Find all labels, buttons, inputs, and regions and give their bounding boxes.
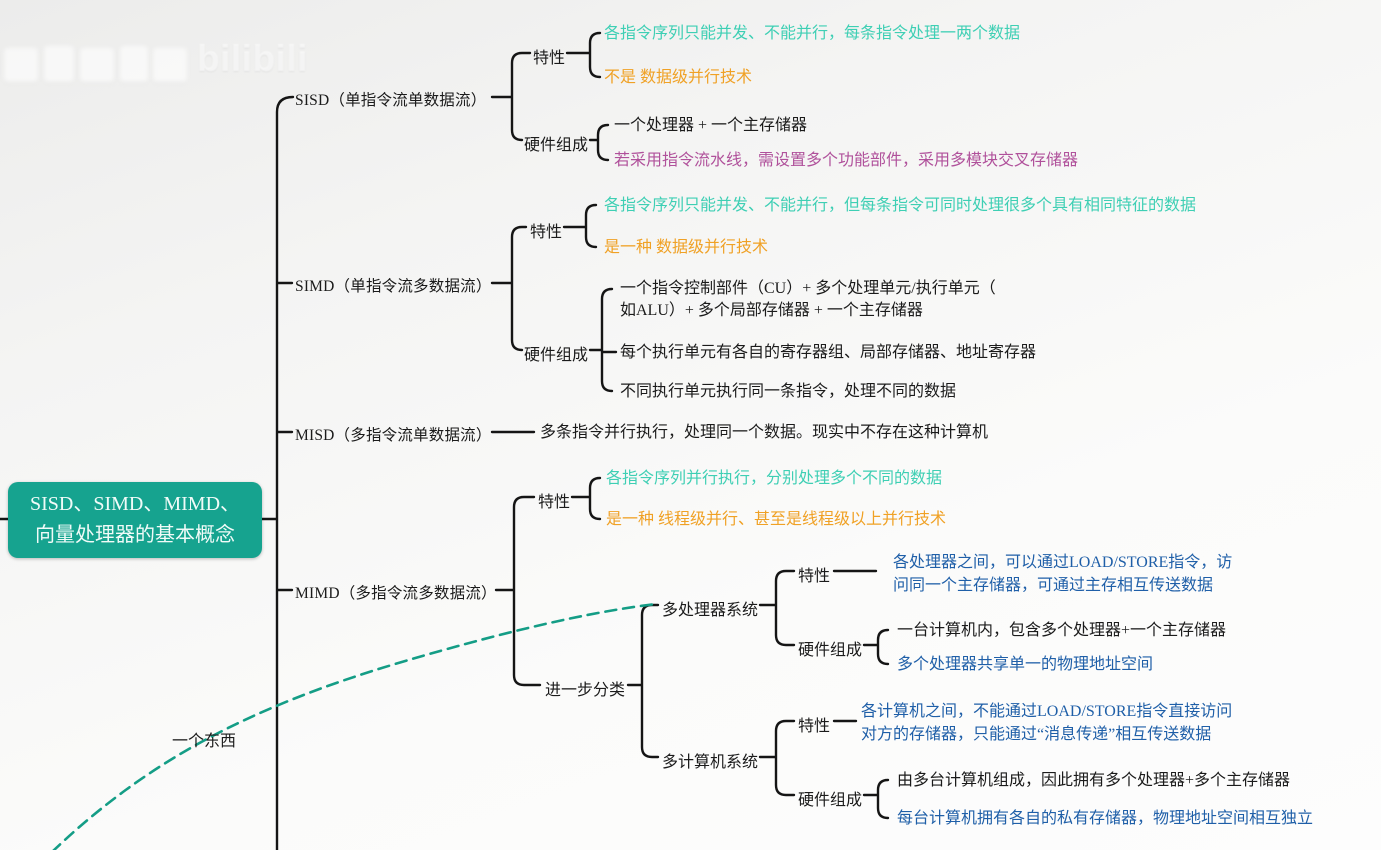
leaf-sisd-hardware-2: 若采用指令流水线，需设置多个功能部件，采用多模块交叉存储器 xyxy=(614,152,1079,169)
watermark-blur-block xyxy=(4,48,38,82)
dashed-annotation-curve xyxy=(52,602,658,850)
node-multiprocessor: 多处理器系统 xyxy=(662,602,759,619)
node-multicomputer-hardware: 硬件组成 xyxy=(798,792,863,809)
node-mimd-classification: 进一步分类 xyxy=(545,682,626,699)
watermark-blur-block xyxy=(44,46,74,82)
mimd-brackets xyxy=(494,476,890,820)
leaf-multiprocessor-features-line1: 各处理器之间，可以通过LOAD/STORE指令，访 xyxy=(893,554,1233,571)
leaf-mimd-feature-1: 各指令序列并行执行，分别处理多个不同的数据 xyxy=(606,470,943,487)
leaf-sisd-hardware-1: 一个处理器 + 一个主存储器 xyxy=(614,117,808,134)
node-multiprocessor-hardware: 硬件组成 xyxy=(798,642,863,659)
node-simd-features: 特性 xyxy=(530,224,563,241)
leaf-multiprocessor-features: 各处理器之间，可以通过LOAD/STORE指令，访 问同一个主存储器，可通过主存… xyxy=(893,551,1232,597)
leaf-sisd-feature-1: 各指令序列只能并发、不能并行，每条指令处理一两个数据 xyxy=(604,25,1021,42)
leaf-multicomputer-hardware-1: 由多台计算机组成，因此拥有多个处理器+多个主存储器 xyxy=(897,772,1291,789)
leaf-simd-feature-1: 各指令序列只能并发、不能并行，但每条指令可同时处理很多个具有相同特征的数据 xyxy=(604,197,1197,214)
node-mimd-features: 特性 xyxy=(538,494,571,511)
leaf-multicomputer-hardware-2: 每台计算机拥有各自的私有存储器，物理地址空间相互独立 xyxy=(897,810,1314,827)
node-mimd: MIMD（多指令流多数据流） xyxy=(295,585,497,602)
leaf-mimd-feature-2: 是一种 线程级并行、甚至是线程级以上并行技术 xyxy=(606,511,947,528)
node-sisd-features: 特性 xyxy=(533,50,566,67)
leaf-multicomputer-features-line2: 对方的存储器，只能通过“消息传递”相互传送数据 xyxy=(861,726,1212,743)
leaf-simd-hardware-1: 一个指令控制部件（CU）+ 多个处理单元/执行单元（ 如ALU）+ 多个局部存储… xyxy=(620,278,996,322)
leaf-multicomputer-features-line1: 各计算机之间，不能通过LOAD/STORE指令直接访问 xyxy=(861,703,1233,720)
leaf-simd-hardware-1-line2: 如ALU）+ 多个局部存储器 + 一个主存储器 xyxy=(620,302,923,319)
watermark-blur-block xyxy=(153,48,187,82)
spine-and-level1-connectors xyxy=(0,95,295,850)
bilibili-logo: bilibili xyxy=(197,38,308,79)
node-simd-hardware: 硬件组成 xyxy=(524,347,589,364)
leaf-multiprocessor-hardware-2: 多个处理器共享单一的物理地址空间 xyxy=(897,656,1154,673)
sisd-simd-misd-brackets xyxy=(490,31,618,434)
node-multicomputer-features: 特性 xyxy=(798,718,831,735)
node-sisd-hardware: 硬件组成 xyxy=(524,137,589,154)
annotation-label: 一个东西 xyxy=(172,733,237,750)
leaf-simd-feature-2: 是一种 数据级并行技术 xyxy=(604,239,769,256)
watermark-blur-block xyxy=(80,48,114,82)
leaf-simd-hardware-3: 不同执行单元执行同一条指令，处理不同的数据 xyxy=(620,383,957,400)
node-multiprocessor-features: 特性 xyxy=(798,568,831,585)
node-simd: SIMD（单指令流多数据流） xyxy=(295,278,492,295)
root-node: SISD、SIMD、MIMD、 向量处理器的基本概念 xyxy=(8,482,262,558)
watermark-blur-block xyxy=(120,46,148,82)
leaf-multiprocessor-features-line2: 问同一个主存储器，可通过主存相互传送数据 xyxy=(893,577,1214,594)
leaf-multicomputer-features: 各计算机之间，不能通过LOAD/STORE指令直接访问 对方的存储器，只能通过“… xyxy=(861,700,1232,746)
node-multicomputer: 多计算机系统 xyxy=(662,754,759,771)
node-sisd: SISD（单指令流单数据流） xyxy=(295,92,487,109)
node-misd: MISD（多指令流单数据流） xyxy=(295,427,492,444)
leaf-simd-hardware-1-line1: 一个指令控制部件（CU）+ 多个处理单元/执行单元（ xyxy=(620,280,996,297)
leaf-simd-hardware-2: 每个执行单元有各自的寄存器组、局部存储器、地址寄存器 xyxy=(620,344,1037,361)
leaf-sisd-feature-2: 不是 数据级并行技术 xyxy=(604,69,753,86)
root-title-line2: 向量处理器的基本概念 xyxy=(35,524,235,546)
root-title-line1: SISD、SIMD、MIMD、 xyxy=(29,493,241,515)
leaf-misd-desc: 多条指令并行执行，处理同一个数据。现实中不存在这种计算机 xyxy=(540,424,989,441)
leaf-multiprocessor-hardware-1: 一台计算机内，包含多个处理器+一个主存储器 xyxy=(897,622,1227,639)
